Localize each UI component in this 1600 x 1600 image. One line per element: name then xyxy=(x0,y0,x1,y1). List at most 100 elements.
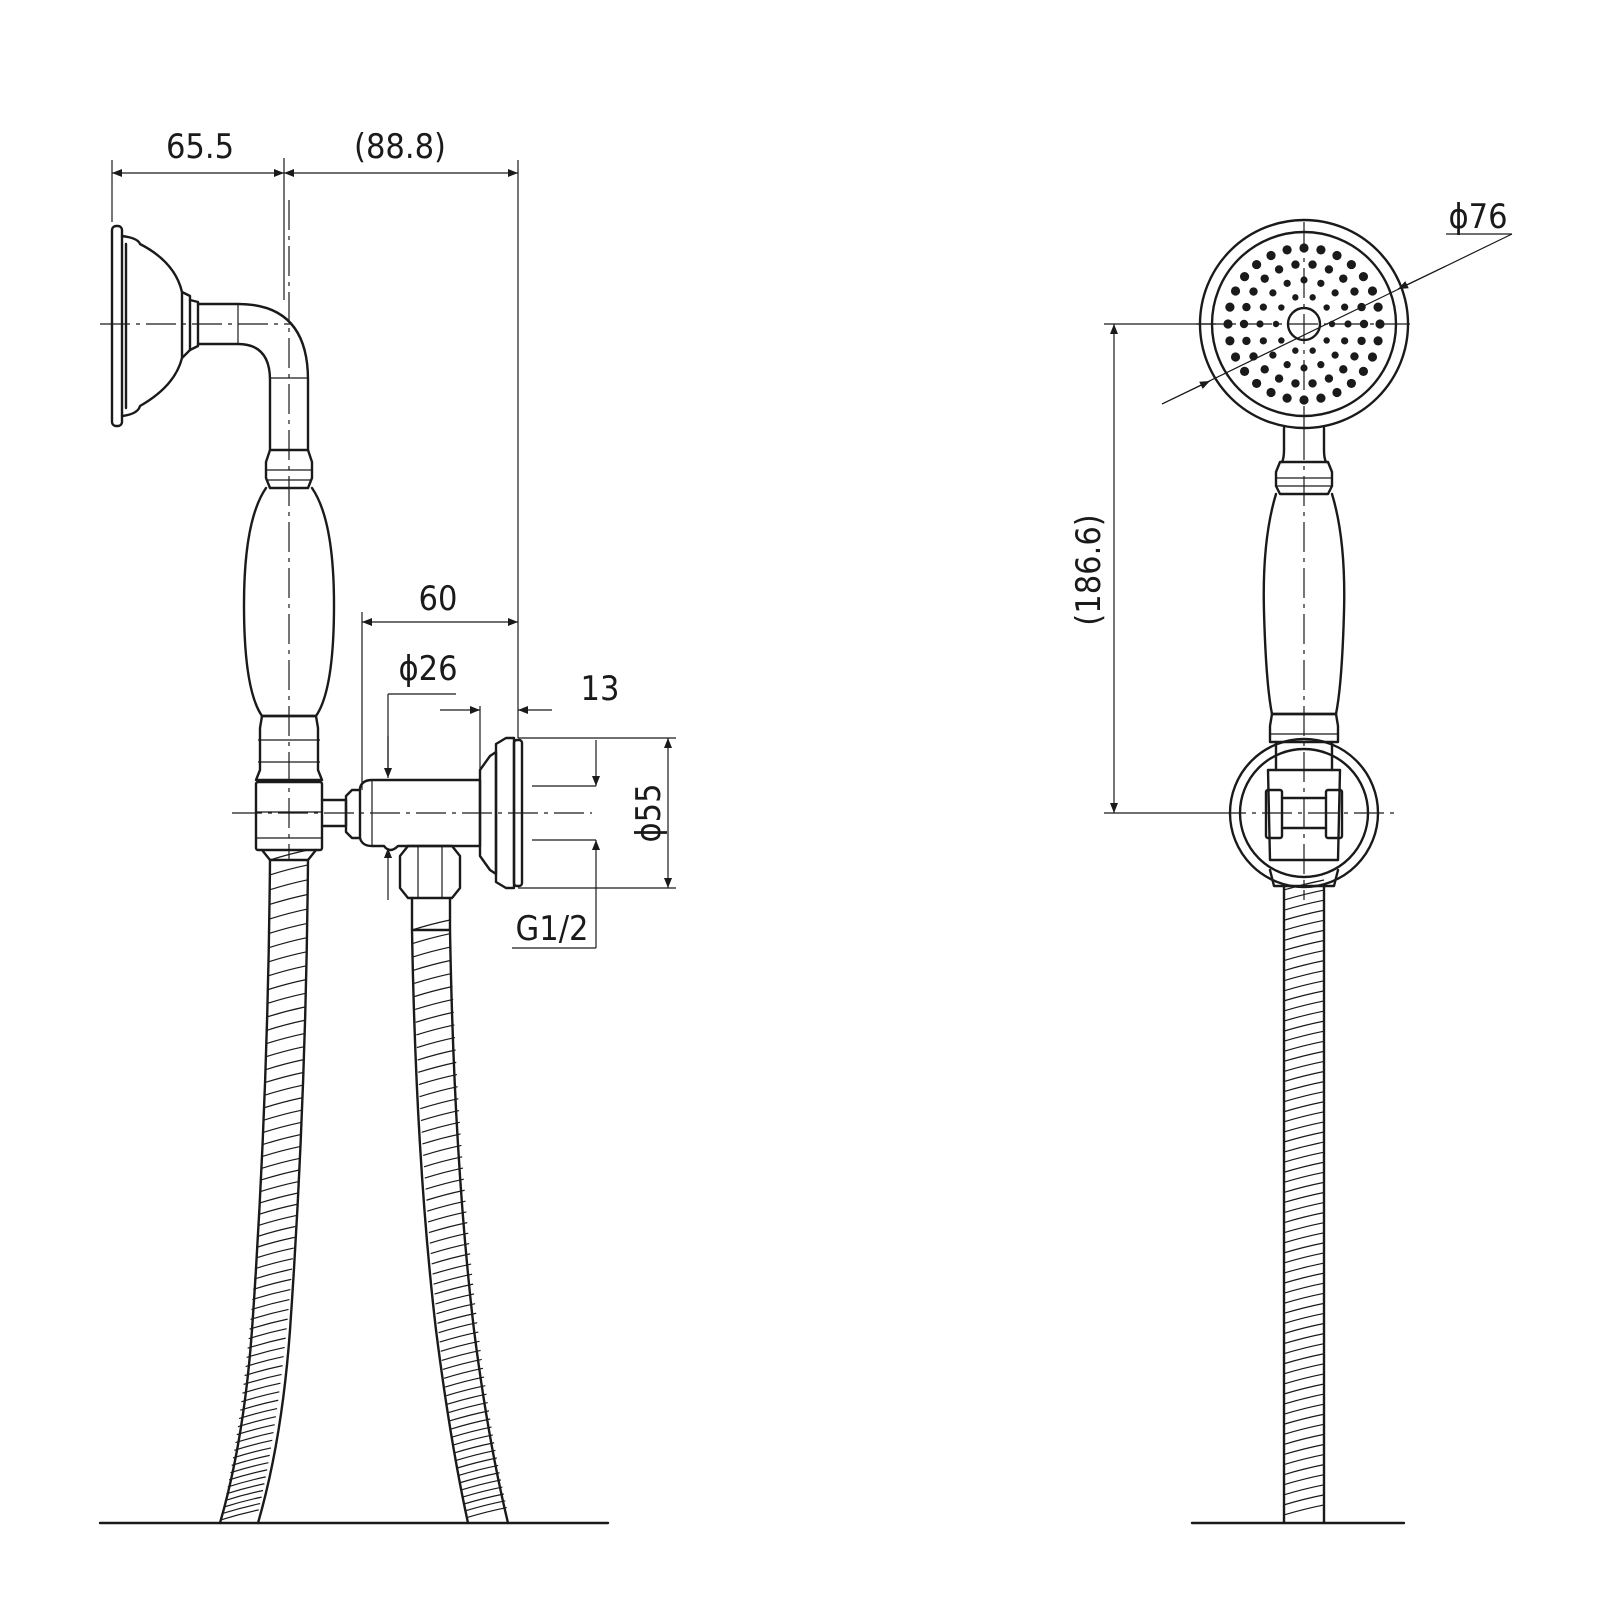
nozzle-dot xyxy=(1316,393,1326,403)
nozzle-dot xyxy=(1269,289,1277,297)
hose-coil xyxy=(1283,879,1325,891)
hose-coil xyxy=(253,1268,293,1280)
hose-coil xyxy=(1283,990,1325,1002)
nozzle-dot xyxy=(1282,245,1292,255)
hose-coil xyxy=(224,1489,264,1502)
nozzle-dot xyxy=(1350,287,1359,296)
nozzle-dot xyxy=(1367,352,1378,362)
side-view: 65.5 (88.8) 60 ϕ26 13 xyxy=(98,127,676,1525)
nozzle-dot xyxy=(1292,347,1299,354)
dimension-13: 13 xyxy=(440,669,619,780)
hose-coil xyxy=(1283,1363,1325,1375)
nozzle-dot xyxy=(1260,274,1269,283)
hose-coil xyxy=(426,1189,465,1201)
hose-coil xyxy=(268,937,307,949)
hose-coil xyxy=(250,1308,289,1320)
hose-coil xyxy=(265,1071,304,1084)
hose-coil xyxy=(1283,1373,1325,1385)
hose-coil xyxy=(265,1046,305,1058)
hose-coil xyxy=(246,1346,285,1359)
hose-coil xyxy=(264,1097,303,1109)
hose-coil xyxy=(442,1358,482,1370)
hose-coil xyxy=(457,1457,497,1469)
hose-coil xyxy=(423,1156,463,1168)
hose-coil xyxy=(427,1211,467,1223)
hose-coil xyxy=(1283,1212,1325,1224)
hose-coil xyxy=(257,1214,297,1227)
hose-coil xyxy=(241,1391,280,1403)
hose-coil xyxy=(1283,1453,1325,1466)
hose-coil xyxy=(1283,909,1325,921)
hose-coil xyxy=(1283,1322,1325,1335)
hose-coil xyxy=(466,1506,507,1519)
hose-coil xyxy=(431,1253,471,1265)
hose-coil xyxy=(1283,1201,1325,1214)
hose-coil xyxy=(463,1493,504,1505)
nozzle-dot xyxy=(1274,374,1284,383)
nozzle-dot xyxy=(1323,337,1330,344)
nozzle-dot xyxy=(1291,260,1300,269)
hose-coil xyxy=(1283,1151,1325,1163)
hose-coil xyxy=(452,1426,492,1438)
hose-coil xyxy=(245,1356,284,1368)
hose-coil xyxy=(267,979,307,991)
dim-label-88-8: (88.8) xyxy=(354,127,446,167)
hose-coil xyxy=(249,1318,288,1330)
hose-coil xyxy=(417,1049,456,1061)
wall-outlet-side xyxy=(344,736,524,932)
hose-coil xyxy=(230,1462,269,1474)
hose-coil xyxy=(1283,1423,1325,1435)
hose-coil xyxy=(1283,1433,1325,1445)
hose-coil xyxy=(1283,1252,1325,1264)
hose-coil xyxy=(449,1410,490,1422)
hose-coil xyxy=(1283,1443,1325,1456)
nozzle-dot xyxy=(1324,374,1334,383)
hose-coil xyxy=(268,951,307,963)
shower-head-side xyxy=(110,224,348,862)
hose-coil xyxy=(1283,929,1325,941)
hose-coil xyxy=(262,1121,302,1134)
hose-coil xyxy=(251,1298,290,1311)
dimension-60: 60 xyxy=(361,579,518,790)
hose-coil xyxy=(411,919,451,931)
hose-coil xyxy=(441,1349,481,1361)
hose-coil xyxy=(424,1167,464,1179)
hose-coil xyxy=(1283,1141,1325,1153)
nozzle-dot xyxy=(1373,302,1383,312)
hose-coil xyxy=(421,1121,460,1133)
hose-coil xyxy=(454,1442,495,1454)
dimension-phi76: ϕ76 xyxy=(1161,197,1513,405)
nozzle-dot xyxy=(1357,336,1366,346)
hose-coil xyxy=(1283,1393,1325,1405)
hose-coil xyxy=(1283,1181,1325,1193)
nozzle-dot xyxy=(1230,352,1241,362)
hose-coil xyxy=(1283,1111,1325,1123)
hose-coil xyxy=(255,1247,294,1259)
hose-coil xyxy=(248,1328,287,1340)
hose-coil xyxy=(1283,1494,1325,1506)
dimension-phi26: ϕ26 xyxy=(384,649,458,900)
hose-coil xyxy=(1283,1242,1325,1254)
nozzle-dot xyxy=(1225,302,1235,312)
nozzle-dot xyxy=(1323,304,1330,311)
nozzle-dot xyxy=(1252,378,1262,389)
hose-coil xyxy=(247,1337,286,1349)
dimension-65-5: 65.5 xyxy=(111,127,285,300)
hose-coil xyxy=(1283,1292,1325,1304)
hose-coil xyxy=(222,1502,261,1515)
hose-coil xyxy=(269,893,308,906)
hose-coil xyxy=(269,879,308,891)
hose-coil xyxy=(266,1032,305,1045)
hose-coil xyxy=(448,1401,488,1414)
hose-coil xyxy=(1283,1484,1325,1496)
nozzle-dot xyxy=(1309,347,1316,354)
hose-coil xyxy=(236,1424,275,1436)
hose-coil xyxy=(265,1059,304,1071)
hose-coil xyxy=(446,1385,486,1397)
hose-right xyxy=(410,919,510,1525)
nozzle-dot xyxy=(1308,260,1317,269)
nozzle-dot xyxy=(1339,274,1348,283)
hose-coil xyxy=(1283,1222,1325,1234)
hose-coil xyxy=(252,1288,291,1301)
